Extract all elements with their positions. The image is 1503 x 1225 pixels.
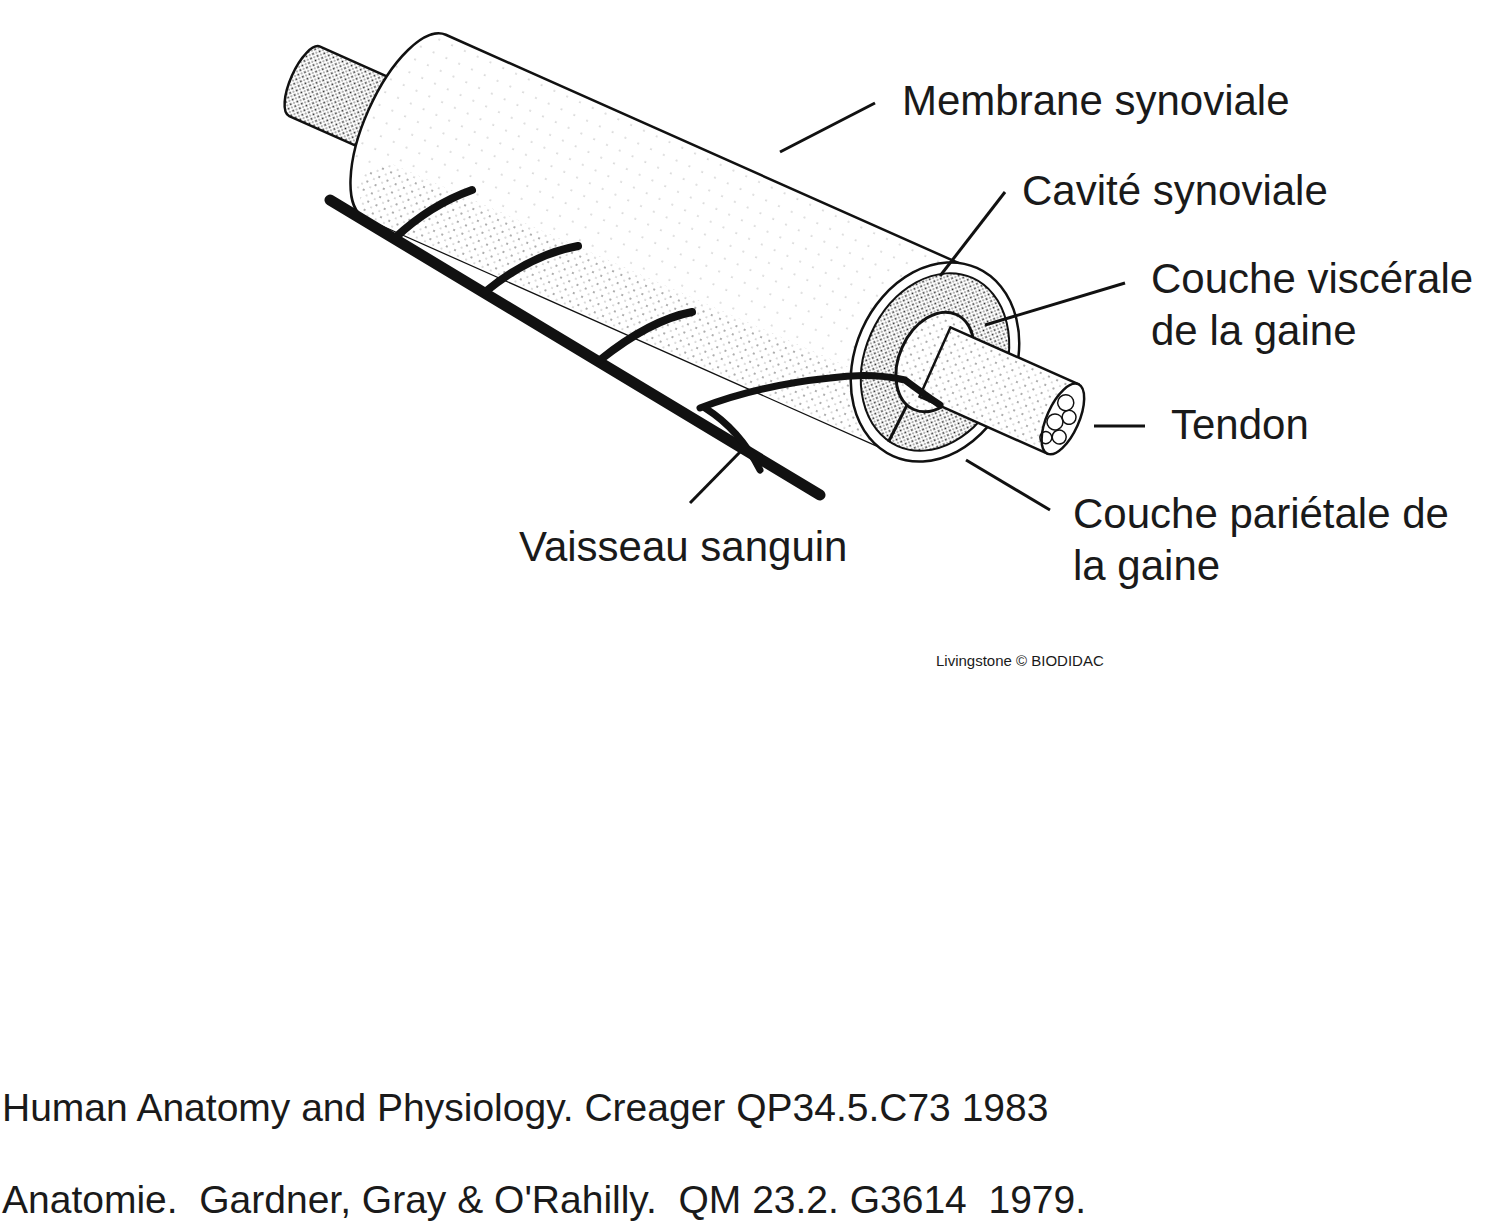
part-label: Tendon xyxy=(1171,399,1471,451)
reference-note: Anatomie. Gardner, Gray & O'Rahilly. QM … xyxy=(2,1176,1482,1224)
part-label: Vaisseau sanguin xyxy=(519,521,939,573)
reference-note: Human Anatomy and Physiology. Creager QP… xyxy=(2,1084,1482,1132)
part-label: Couche viscérale de la gaine xyxy=(1151,253,1496,357)
copyright-note: Livingstone © BIODIDAC xyxy=(936,651,1236,670)
leader-line xyxy=(690,103,1145,510)
part-label: Cavité synoviale xyxy=(1022,165,1482,217)
part-label: Couche pariétale de la gaine xyxy=(1073,488,1463,592)
blood-vessel xyxy=(330,190,940,495)
part-label: Membrane synoviale xyxy=(902,75,1462,127)
